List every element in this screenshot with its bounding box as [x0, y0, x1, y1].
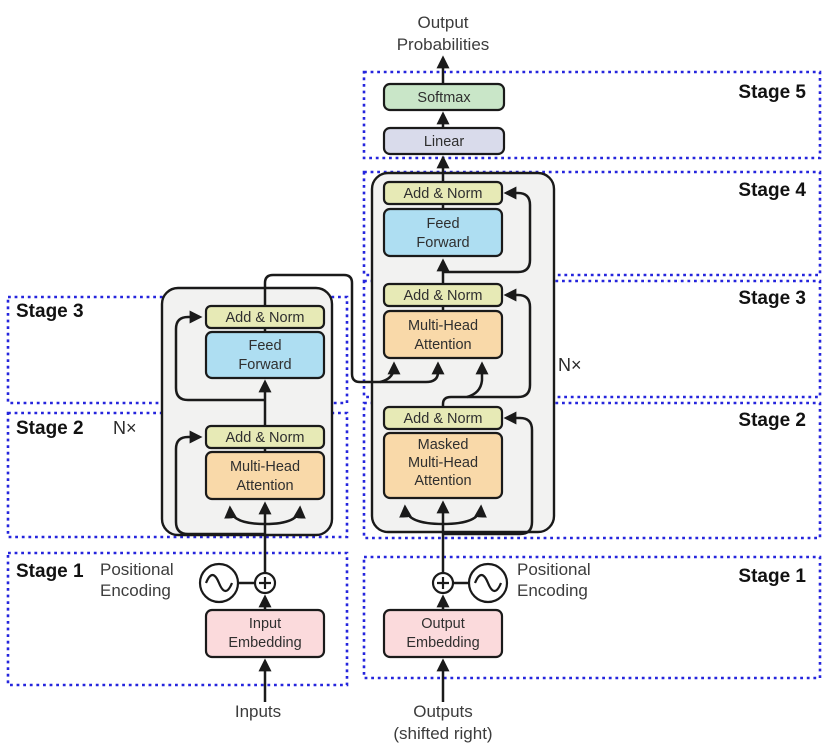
inputs-label: Inputs: [235, 702, 281, 721]
addnorm-label-decoder-stage2: Add & Norm: [404, 411, 483, 427]
n-times-label-right: N×: [558, 355, 582, 375]
multi-head-attention-box-decoder: [382, 309, 504, 360]
plus-circle-left: [253, 571, 277, 595]
n-times-label-left: N×: [113, 418, 137, 438]
masked-mha-label-line2: Multi-Head: [408, 455, 478, 471]
addnorm-box-encoder-stage2: [204, 424, 326, 450]
stage-label-right-1: Stage 1: [738, 566, 806, 587]
stage-label-right-3: Stage 3: [738, 288, 806, 309]
feed-forward-decoder-label-line2: Forward: [416, 235, 469, 251]
arrow-masked-attention-fan-right: [442, 504, 487, 526]
stage-label-left-1: Stage 1: [16, 561, 84, 582]
feed-forward-box-encoder: [204, 330, 326, 380]
positional-encoding-right-label-line2: Encoding: [517, 581, 588, 600]
feed-forward-decoder-label-line1: Feed: [426, 216, 459, 232]
output-embedding-label-line1: Output: [421, 616, 465, 632]
positional-encoding-right-label-line1: Positional: [517, 560, 591, 579]
stage-box-right-4: [362, 170, 822, 277]
output-embedding-label-line2: Embedding: [406, 635, 479, 651]
stage-box-right-3: [362, 279, 822, 399]
addnorm-box-encoder-stage3: [204, 304, 326, 330]
arrow-masked-output-query: [466, 361, 489, 399]
addnorm-label-stage4: Add & Norm: [404, 186, 483, 202]
linear-label: Linear: [424, 134, 464, 150]
stage-box-left-1: [6, 551, 349, 687]
sine-wave-icon-right: [473, 573, 503, 593]
linear-box: [382, 126, 506, 156]
stage-label-right-2: Stage 2: [738, 410, 806, 431]
mha-encoder-label-line1: Multi-Head: [230, 459, 300, 475]
outputs-label-line1: Outputs: [413, 702, 473, 721]
arrow-left-attention-fan-left: [224, 505, 266, 526]
feed-forward-box-decoder: [382, 207, 504, 258]
masked-mha-label-line3: Attention: [414, 473, 471, 489]
addnorm-label-decoder-stage3: Add & Norm: [404, 288, 483, 304]
output-probabilities-label-line2: Probabilities: [397, 35, 490, 54]
stage-box-right-2: [362, 401, 822, 540]
stage-label-left-3: Stage 3: [16, 301, 84, 322]
mha-encoder-label-line2: Attention: [236, 478, 293, 494]
softmax-box: [382, 82, 506, 112]
plus-icon-left: [259, 577, 271, 589]
arrow-masked-attention-fan-left: [399, 504, 444, 526]
positional-encoding-icon-right: [467, 562, 509, 604]
stage-label-right-5: Stage 5: [738, 82, 806, 103]
stage-label-left-2: Stage 2: [16, 418, 84, 439]
mha-decoder-label-line1: Multi-Head: [408, 318, 478, 334]
mha-decoder-label-line2: Attention: [414, 337, 471, 353]
feed-forward-encoder-label-line1: Feed: [248, 338, 281, 354]
arrow-left-attention-fan-right: [264, 505, 306, 526]
addnorm-box-decoder-stage2: [382, 405, 504, 431]
residual-right-stage2: [443, 411, 534, 536]
addnorm-box-decoder-stage4: [382, 180, 504, 206]
sine-wave-icon-left: [204, 573, 234, 593]
addnorm-label-encoder-stage3: Add & Norm: [226, 310, 305, 326]
input-embedding-label-line2: Embedding: [228, 635, 301, 651]
outputs-label-line2: (shifted right): [393, 724, 492, 743]
plus-circle-right: [431, 571, 455, 595]
multi-head-attention-box-encoder: [204, 450, 326, 501]
residual-right-stage4: [443, 186, 532, 274]
output-probabilities-label-line1: Output: [417, 13, 468, 32]
stage-label-right-4: Stage 4: [738, 180, 806, 201]
stage-box-right-1: [362, 555, 822, 680]
positional-encoding-left-label-line2: Encoding: [100, 581, 171, 600]
residual-masked-output-to-addnorm3: [441, 288, 532, 407]
masked-multi-head-attention-box: [382, 431, 504, 500]
input-embedding-label-line1: Input: [249, 616, 281, 632]
residual-left-stage3: [174, 310, 265, 402]
positional-encoding-left-label-line1: Positional: [100, 560, 174, 579]
plus-icon-right: [437, 577, 449, 589]
feed-forward-encoder-label-line2: Forward: [238, 357, 291, 373]
wire-encoder-to-decoder: [263, 273, 445, 384]
masked-mha-label-line1: Masked: [418, 437, 469, 453]
addnorm-label-encoder-stage2: Add & Norm: [226, 430, 305, 446]
addnorm-box-decoder-stage3: [382, 282, 504, 308]
residual-left-stage2: [174, 430, 265, 536]
input-embedding-box: [204, 608, 326, 659]
wire-encoder-to-decoder-branch: [379, 361, 401, 384]
output-embedding-box: [382, 608, 504, 659]
softmax-label: Softmax: [417, 90, 471, 106]
